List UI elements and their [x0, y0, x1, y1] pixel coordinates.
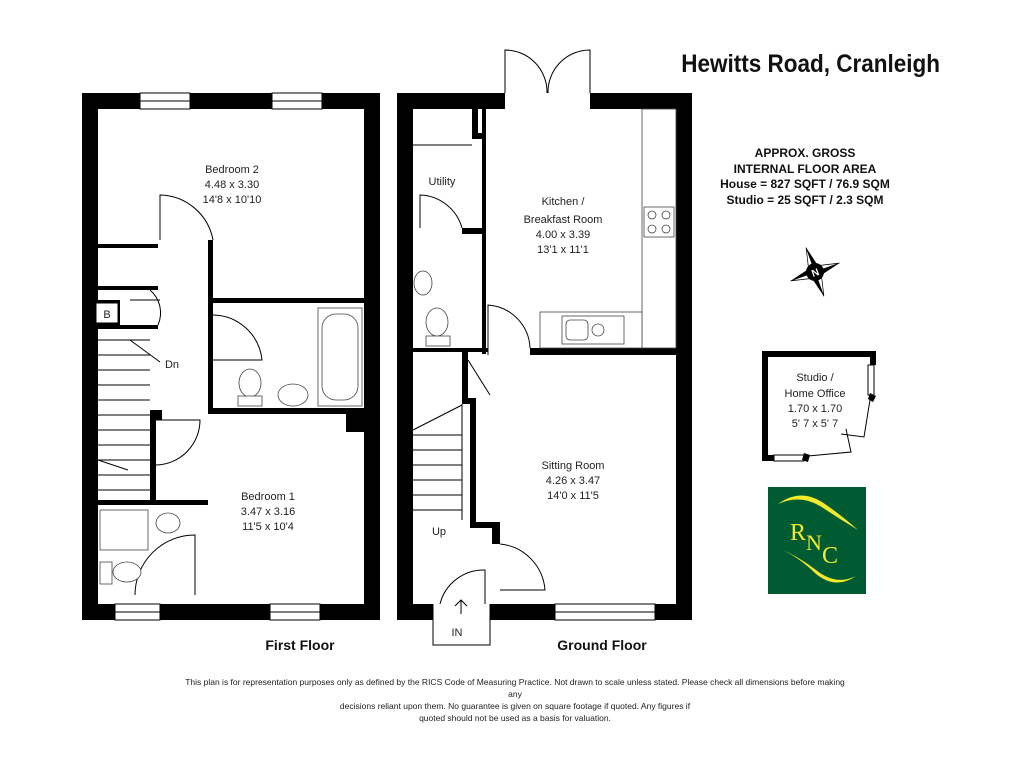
svg-text:R: R	[790, 520, 806, 546]
sitting-room-imperial: 14'0 x 11'5	[547, 490, 599, 502]
first-floor-label: First Floor	[265, 637, 335, 653]
bedroom-2-metric: 4.48 x 3.30	[205, 179, 259, 191]
rnc-logo: R N C	[768, 487, 866, 594]
ground-floor-label: Ground Floor	[557, 637, 647, 653]
bedroom-2-name: Bedroom 2	[205, 164, 259, 176]
disclaimer-line-1: This plan is for representation purposes…	[185, 677, 845, 699]
ground-floor-plan: Up IN Utility Kitchen / Breakfast Room 4…	[397, 49, 692, 653]
studio-imperial: 5' 7 x 5' 7	[792, 418, 838, 430]
bedroom-1-metric: 3.47 x 3.16	[241, 506, 295, 518]
floor-area-summary: APPROX. GROSS INTERNAL FLOOR AREA House …	[700, 146, 910, 208]
area-heading-1: APPROX. GROSS	[754, 146, 856, 160]
studio-name: Studio /	[796, 372, 834, 384]
compass-north-icon: N	[790, 247, 840, 297]
basin	[277, 383, 309, 407]
arrow-up-icon	[454, 599, 468, 614]
studio-area: Studio = 25 SQFT / 2.3 SQM	[726, 192, 884, 207]
stairs-up-label: Up	[432, 526, 446, 538]
entrance-door[interactable]	[432, 569, 491, 646]
kitchen-imperial: 13'1 x 11'1	[537, 244, 589, 256]
staircase-ground	[412, 404, 463, 520]
window	[114, 92, 323, 621]
toilet	[238, 368, 262, 398]
french-doors[interactable]	[504, 49, 591, 94]
sink	[561, 315, 625, 345]
compass-letter: N	[810, 267, 821, 280]
kitchen-name: Kitchen /	[542, 196, 586, 208]
hob	[643, 206, 675, 238]
utility-label: Utility	[429, 176, 456, 188]
boiler-cupboard-label: B	[103, 309, 110, 321]
stairs-down-label: Dn	[165, 359, 179, 371]
svg-text:N: N	[806, 530, 822, 555]
disclaimer: This plan is for representation purposes…	[180, 676, 850, 724]
staircase-first	[97, 339, 161, 491]
bedroom-1-imperial: 11'5 x 10'4	[242, 521, 294, 533]
disclaimer-line-3: quoted should not be used as a basis for…	[419, 713, 611, 723]
bathtub	[317, 307, 363, 407]
sitting-room-name: Sitting Room	[542, 460, 605, 472]
area-heading-2: INTERNAL FLOOR AREA	[733, 161, 877, 176]
kitchen-metric: 4.00 x 3.39	[536, 229, 590, 241]
kitchen-name-2: Breakfast Room	[524, 214, 603, 226]
studio-plan: Studio / Home Office 1.70 x 1.70 5' 7 x …	[762, 351, 876, 462]
first-floor-plan: B Dn Bedroom 2 4.48 x 3.30 14'8 x 10'10 …	[82, 92, 380, 653]
bedroom-1-name: Bedroom 1	[241, 491, 295, 503]
house-area: House = 827 SQFT / 76.9 SQM	[720, 177, 890, 191]
bedroom-2-imperial: 14'8 x 10'10	[203, 194, 262, 206]
studio-name-2: Home Office	[785, 388, 846, 400]
studio-metric: 1.70 x 1.70	[788, 403, 842, 415]
svg-text:C: C	[822, 543, 838, 569]
sitting-room-metric: 4.26 x 3.47	[546, 475, 600, 487]
property-title: Hewitts Road, Cranleigh	[681, 50, 940, 78]
entrance-label: IN	[452, 627, 463, 639]
disclaimer-line-2: decisions reliant upon them. No guarante…	[339, 701, 691, 711]
